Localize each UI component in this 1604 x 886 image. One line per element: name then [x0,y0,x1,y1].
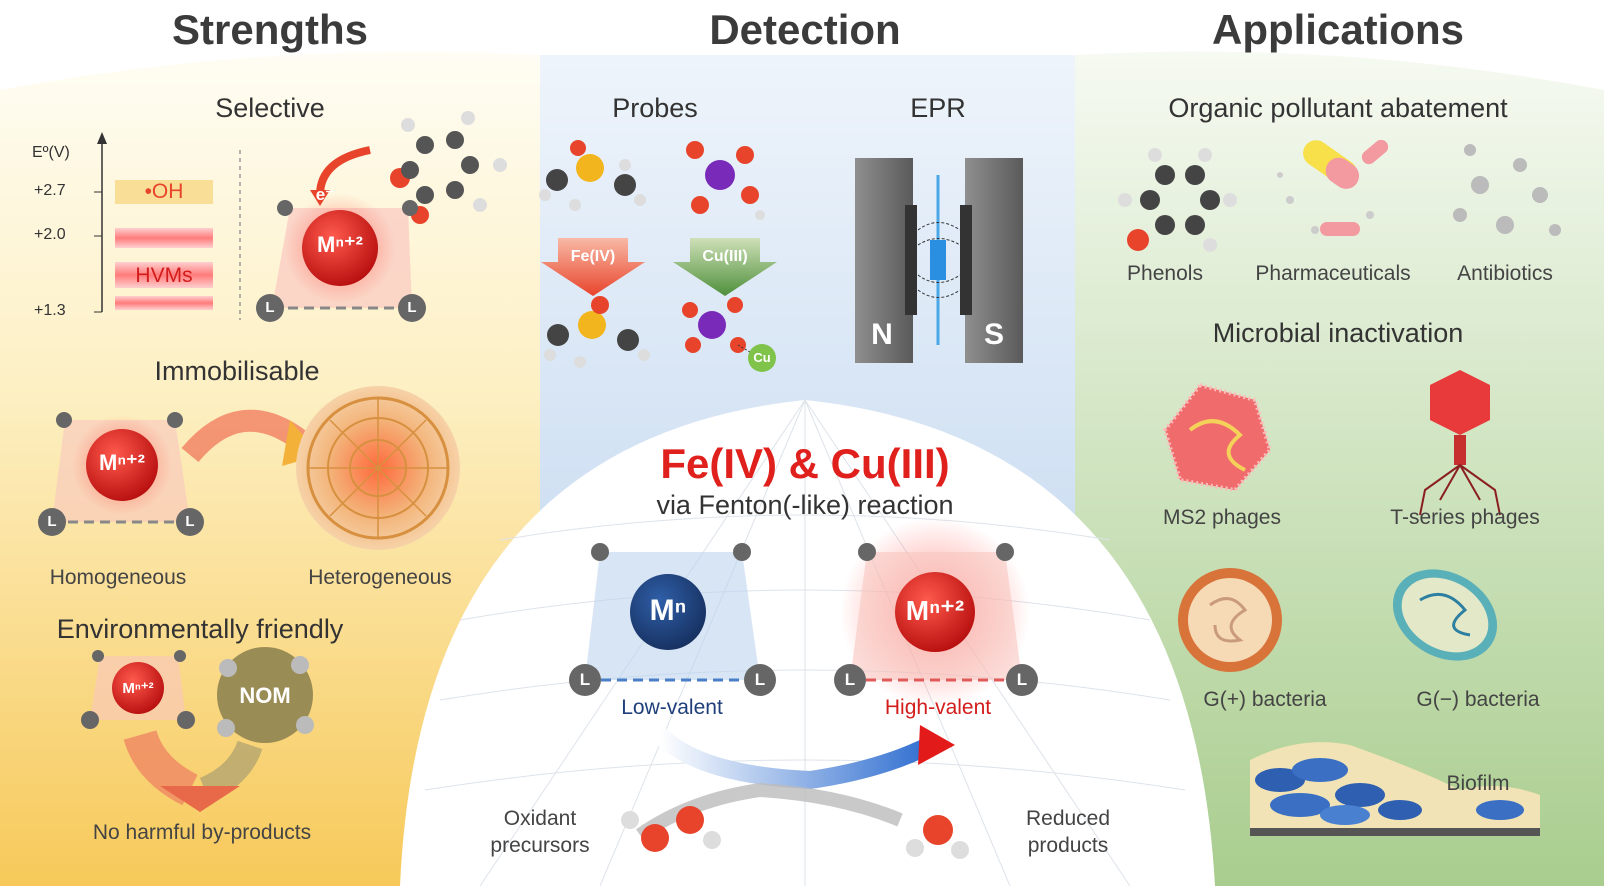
biofilm-icon [1250,742,1540,836]
epr-label: EPR [910,93,966,123]
heading-applications: Applications [1211,6,1465,53]
tick-1-3: +1.3 [34,302,66,319]
biofilm-label: Biofilm [1446,772,1510,795]
hvm-band-2 [115,262,213,288]
oxidized-probe-1 [544,296,650,368]
electron-label: e⁻ [315,185,335,204]
axis-label: Eº(V) [32,144,70,161]
antibiotics-label: Antibiotics [1457,262,1553,285]
oxidant-precursors-label: Oxidant precursors [490,807,590,857]
ms2-label: MS2 phages [1163,506,1281,529]
magnet-s-label: S [983,318,1005,351]
ligand-label: L [47,513,57,530]
h2o-molecule [906,815,969,859]
oxidant-swoop [635,782,903,841]
high-metal-label: Mⁿ⁺² [905,595,965,626]
homogeneous-metal-label: Mⁿ⁺² [99,450,145,475]
organic-label: Organic pollutant abatement [1168,93,1508,123]
immobilise-arrow [181,409,307,463]
low-metal-label: Mⁿ [649,594,687,627]
tseries-label: T-series phages [1390,506,1540,529]
probe-molecule-2 [686,141,765,220]
high-valent-complex [834,517,1038,707]
g-negative-bacteria-icon [1392,569,1498,661]
applications-panel [1075,51,1604,886]
probes-label: Probes [612,93,698,123]
fe-arrow [541,238,645,296]
heterogeneous-label: Heterogeneous [308,566,452,589]
oh-band [115,180,213,204]
immobilisable-homogeneous [38,412,204,536]
nom-label: NOM [239,683,291,708]
phenols-label: Phenols [1127,262,1203,285]
fullerene-support [296,386,460,550]
fe-arrow-label: Fe(IV) [570,248,616,265]
env-complex [81,650,195,729]
ligand-label: L [754,670,766,689]
microbial-label: Microbial inactivation [1212,318,1464,348]
env-arrow-right [199,740,263,802]
gpos-label: G(+) bacteria [1203,688,1327,711]
cu-atom-label: Cu [753,350,771,365]
probe-molecule-1 [539,140,646,211]
ligand-label: L [185,513,195,530]
selective-ligand-markers [256,200,426,322]
center-dome [400,400,1215,886]
env-friendly-label: Environmentally friendly [56,614,344,644]
epr-magnet [855,158,1023,363]
heading-detection: Detection [709,6,901,53]
ligand-label: L [1016,670,1028,689]
ligand-label: L [407,299,417,316]
ms2-phage-icon [1162,382,1273,493]
low-valent-label: Low-valent [621,696,723,719]
gneg-label: G(−) bacteria [1416,688,1540,711]
ligand-label: L [265,299,275,316]
phenol-icon [1118,148,1237,252]
nom-particle [217,647,314,743]
magnet-n-label: N [871,318,893,351]
center-title: Fe(IV) & Cu(III) [660,440,950,487]
low-valent-complex [569,543,776,696]
antibiotics-icon [1453,144,1561,236]
selective-label: Selective [215,93,325,123]
h2o2-molecule [621,806,721,852]
cu-arrow-label: Cu(III) [702,248,748,265]
cu-arrow [673,238,777,296]
ligand-label: L [844,670,856,689]
reduced-products-label: Reduced products [1025,807,1111,857]
t-series-phage-icon [1419,370,1501,516]
reaction-swoop [653,728,935,790]
env-metal-label: Mⁿ⁺² [122,680,154,697]
hvm-label: HVMs [135,264,193,287]
reaction-arrowhead [918,725,955,765]
selective-metal-label: Mⁿ⁺² [317,232,363,257]
no-harmful-label: No harmful by-products [92,821,312,844]
env-arrowhead [160,786,240,812]
oh-label: •OH [144,180,184,203]
tick-2-7: +2.7 [34,182,66,199]
ligand-label: L [579,670,591,689]
oxidized-probe-2 [682,297,776,372]
hvm-band-1 [115,228,213,248]
env-arrow-left [123,729,199,806]
redox-axis [94,132,107,313]
heading-strengths: Strengths [171,6,369,53]
g-positive-bacteria-icon [1178,568,1282,672]
homogeneous-label: Homogeneous [49,566,187,589]
tick-2-0: +2.0 [34,226,66,243]
pharmaceuticals-icon [1277,139,1389,236]
immobilisable-label: Immobilisable [154,356,320,386]
selective-complex [272,111,507,310]
center-subtitle: via Fenton(-like) reaction [656,490,954,520]
hvm-band-3 [115,296,213,310]
high-valent-label: High-valent [884,696,992,719]
pharma-label: Pharmaceuticals [1255,262,1411,285]
